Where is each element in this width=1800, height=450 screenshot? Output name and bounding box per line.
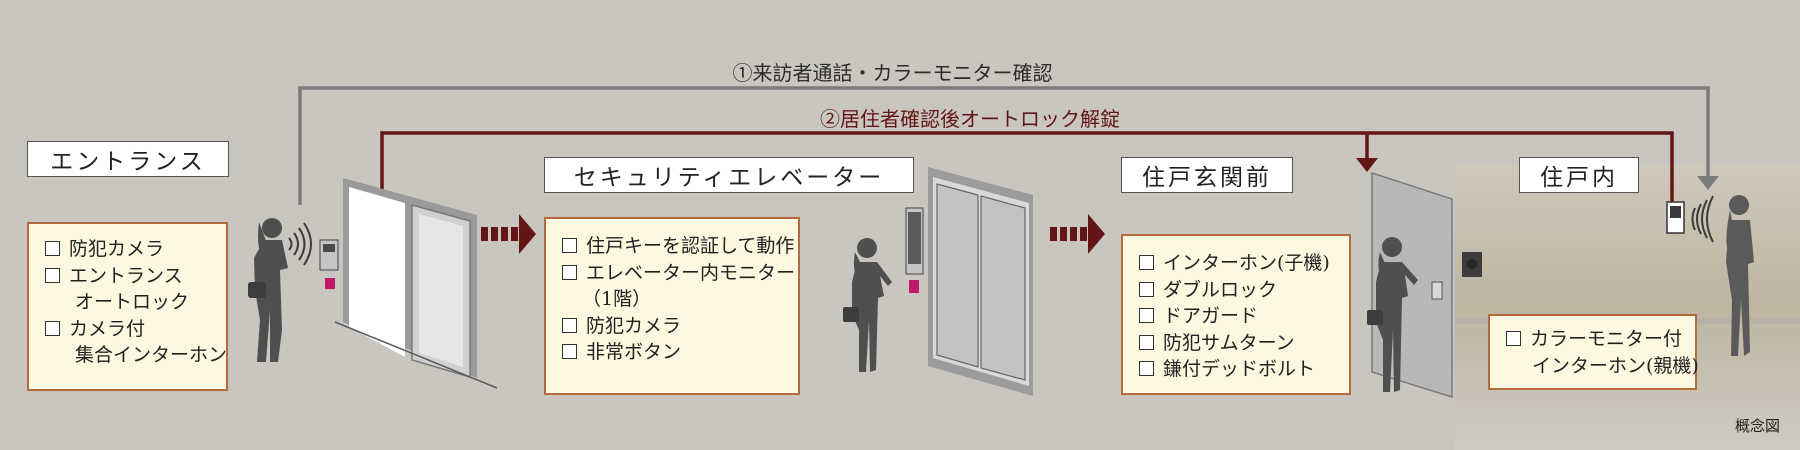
feature-item: エントランス bbox=[45, 263, 226, 290]
checkbox-icon bbox=[562, 344, 577, 359]
feature-box-unit-entrance: インターホン(子機) ダブルロック ドアガード 防犯サムターン 鎌付デッドボルト bbox=[1121, 234, 1351, 395]
checkbox-icon bbox=[45, 241, 60, 256]
checkbox-icon bbox=[1139, 361, 1154, 376]
resident-unlock-arrow bbox=[380, 131, 1674, 222]
feature-item: カメラ付 bbox=[45, 316, 226, 343]
feature-item: ダブルロック bbox=[1139, 277, 1349, 304]
checkbox-icon bbox=[45, 267, 60, 283]
checkbox-icon bbox=[562, 317, 577, 333]
checkbox-icon bbox=[562, 264, 577, 280]
feature-box-unit-interior: カラーモニター付 インターホン(親機) bbox=[1488, 314, 1699, 390]
feature-box-entrance: 防犯カメラ エントランス オートロック カメラ付 集合インターホン bbox=[27, 222, 228, 391]
indoor-monitor bbox=[1666, 201, 1685, 234]
feature-item: ドアガード bbox=[1139, 303, 1349, 330]
checkbox-icon bbox=[1506, 331, 1521, 346]
feature-item: 住戸キーを認証して動作 bbox=[562, 233, 798, 260]
visitor-call-arrow bbox=[298, 86, 1710, 205]
visitor-call-label: ①来訪者通話・カラーモニター確認 bbox=[732, 61, 1053, 85]
feature-item: エレベーター内モニター bbox=[562, 260, 798, 287]
sound-wave-entrance bbox=[288, 222, 312, 266]
elevator-key-panel bbox=[905, 207, 924, 293]
checkbox-icon bbox=[1139, 255, 1154, 270]
checkbox-icon bbox=[1139, 281, 1154, 297]
checkbox-icon bbox=[1139, 308, 1154, 323]
feature-item: 防犯サムターン bbox=[1139, 330, 1349, 357]
feature-item-continued: インターホン(親機) bbox=[1532, 354, 1699, 377]
feature-item: インターホン(子機) bbox=[1139, 250, 1349, 277]
concept-diagram-note: 概念図 bbox=[1734, 417, 1780, 435]
flow-arrow-2 bbox=[1050, 214, 1105, 254]
feature-item: カラーモニター付 bbox=[1506, 326, 1695, 353]
feature-item: 防犯カメラ bbox=[562, 313, 798, 340]
entrance-autodoor bbox=[334, 178, 498, 389]
feature-box-security-elevator: 住戸キーを認証して動作 エレベーター内モニター （1階） 防犯カメラ 非常ボタン bbox=[544, 217, 800, 395]
entrance-intercom-panel bbox=[319, 239, 339, 289]
visitor-call-arrowhead bbox=[1697, 176, 1719, 190]
feature-item: 鎌付デッドボルト bbox=[1139, 356, 1349, 383]
stage-title-entrance: エントランス bbox=[27, 141, 229, 177]
stage-title-security-elevator: セキュリティエレベーター bbox=[544, 157, 914, 193]
resident-silhouette-elevator bbox=[843, 238, 892, 372]
feature-item-continued: （1階） bbox=[582, 288, 652, 310]
resident-silhouette-door bbox=[1367, 237, 1418, 392]
resident-unlock-label: ②居住者確認後オートロック解錠 bbox=[820, 107, 1120, 131]
feature-item: 非常ボタン bbox=[562, 339, 798, 366]
elevator-door bbox=[928, 167, 1033, 396]
feature-item: 防犯カメラ bbox=[45, 236, 226, 263]
stage-title-unit-entrance: 住戸玄関前 bbox=[1121, 157, 1293, 193]
sound-wave-indoor bbox=[1691, 195, 1714, 243]
checkbox-icon bbox=[1139, 334, 1154, 350]
flow-arrow-1 bbox=[481, 214, 536, 254]
feature-item-continued: 集合インターホン bbox=[75, 344, 228, 366]
visitor-silhouette bbox=[248, 218, 288, 362]
checkbox-icon bbox=[562, 238, 577, 253]
feature-item-continued: オートロック bbox=[75, 291, 190, 313]
occupant-silhouette bbox=[1726, 195, 1754, 356]
resident-unlock-arrowhead-door bbox=[1356, 158, 1378, 172]
stage-title-unit-interior: 住戸内 bbox=[1519, 157, 1639, 193]
door-intercom-unit bbox=[1462, 252, 1482, 277]
checkbox-icon bbox=[45, 320, 60, 336]
